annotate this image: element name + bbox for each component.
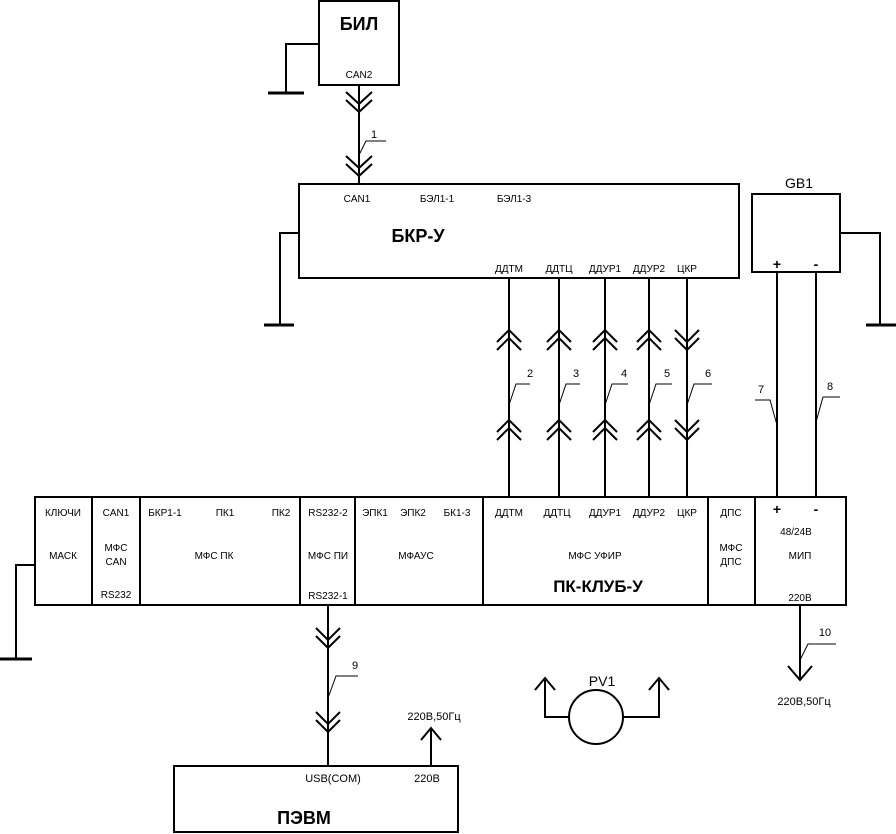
wire-4: 4 <box>592 278 628 497</box>
mains-label: 220В,50Гц <box>777 696 831 708</box>
bil-title: БИЛ <box>340 14 379 34</box>
bkr-title: БКР-У <box>391 226 445 246</box>
section-mfs-can: CAN1 МФС CAN RS232 <box>101 508 132 601</box>
pevm-port-usb: USB(COM) <box>305 773 361 785</box>
wire-2: 2 <box>496 278 533 497</box>
mfs-pk-name: МФС ПК <box>195 551 234 562</box>
wire-label-10: 10 <box>819 627 831 639</box>
bil-port-can2: CAN2 <box>346 70 373 81</box>
bkr-port-ddtc: ДДТЦ <box>545 264 573 275</box>
dps-name-line1: МФС <box>719 543 742 554</box>
pevm-power-label: 220В,50Гц <box>407 711 461 723</box>
pevm-title: ПЭВМ <box>277 808 331 828</box>
section-mip: + - 48/24В МИП 220В <box>773 501 819 604</box>
mfs-can-name-line1: МФС <box>104 543 127 554</box>
bkr-port-ddtm: ДДТМ <box>495 264 523 275</box>
wire-label-9: 9 <box>352 660 358 672</box>
mfs-pi-port-rs232-1: RS232-1 <box>308 591 348 602</box>
wire-label-1: 1 <box>371 129 377 141</box>
mfs-pi-port-rs232-2: RS232-2 <box>308 508 348 519</box>
mfs-pk-port-pk1: ПК1 <box>216 508 235 519</box>
bkr-port-ddur2: ДДУР2 <box>633 264 666 275</box>
mip-name: МИП <box>789 551 812 562</box>
bkr-block: CAN1 БЭЛ1-1 БЭЛ1-3 БКР-У ДДТМ ДДТЦ ДДУР1… <box>298 183 740 279</box>
pk-ground <box>0 564 35 661</box>
wire-6: 6 <box>674 278 712 497</box>
wire-7: 7 <box>755 272 778 497</box>
section-mfs-dps: ДПС МФС ДПС <box>719 508 742 568</box>
ufir-port-ddtm: ДДТМ <box>495 508 523 519</box>
wire-10: 10 220В,50Гц <box>777 605 836 708</box>
gb1-plus: + <box>773 256 781 272</box>
pevm-power: 220В,50Гц <box>407 711 461 766</box>
mfaus-port-epk1: ЭПК1 <box>362 508 388 519</box>
section-mfs-pi: RS232-2 МФС ПИ RS232-1 <box>308 508 348 602</box>
dps-name-line2: ДПС <box>720 557 741 568</box>
gb1-ground <box>840 232 896 327</box>
bkr-port-bel1-3: БЭЛ1-3 <box>497 194 532 205</box>
wire-label-6: 6 <box>705 368 711 380</box>
pevm-port-220v: 220В <box>414 773 440 785</box>
gb1-title: GB1 <box>785 175 813 191</box>
gb1-minus: - <box>814 256 819 272</box>
wire-1: 1 <box>345 85 386 184</box>
wire-label-3: 3 <box>573 368 579 380</box>
wire-label-7: 7 <box>758 384 764 396</box>
wire-label-8: 8 <box>827 381 833 393</box>
mfaus-name: МФАУС <box>398 551 433 562</box>
section-mfs-ufir: ДДТМ ДДТЦ ДДУР1 ДДУР2 ЦКР МФС УФИР <box>495 508 697 562</box>
pk-klub-block <box>34 496 847 606</box>
wire-label-2: 2 <box>527 368 533 380</box>
wire-5: 5 <box>636 278 672 497</box>
bkr-port-bel1-1: БЭЛ1-1 <box>420 194 455 205</box>
pv1-meter: PV1 <box>534 673 670 745</box>
mfs-can-name-line2: CAN <box>105 557 126 568</box>
wire-label-4: 4 <box>621 368 627 380</box>
pv1-title: PV1 <box>589 673 616 689</box>
ufir-name: МФС УФИР <box>568 551 622 562</box>
bil-block: БИЛ CAN2 <box>318 0 400 86</box>
mfs-pk-port-pk2: ПК2 <box>272 508 291 519</box>
pk-klub-title: ПК-КЛУБ-У <box>553 577 643 596</box>
ufir-port-ddtc: ДДТЦ <box>543 508 571 519</box>
mfs-can-port-can1: CAN1 <box>103 508 130 519</box>
mfaus-port-bk1-3: БК1-3 <box>444 508 471 519</box>
mask-port-keys: КЛЮЧИ <box>45 508 81 519</box>
mask-name: МАСК <box>49 551 77 562</box>
mfs-pk-port-bkr1-1: БКР1-1 <box>148 508 182 519</box>
section-mfaus: ЭПК1 ЭПК2 БК1-3 МФАУС <box>362 508 471 562</box>
bkr-port-ckr: ЦКР <box>677 264 697 275</box>
bkr-port-can1: CAN1 <box>344 194 371 205</box>
bkr-ground <box>264 232 299 327</box>
wire-9: 9 <box>315 605 358 766</box>
ufir-port-ckr: ЦКР <box>677 508 697 519</box>
wire-3: 3 <box>546 278 580 497</box>
wire-label-5: 5 <box>664 368 670 380</box>
section-mask: КЛЮЧИ МАСК <box>45 508 81 562</box>
mip-plus: + <box>773 501 781 517</box>
pevm-block: USB(COM) 220В ПЭВМ <box>173 765 459 833</box>
gb1-block: GB1 + - <box>751 175 841 273</box>
bkr-port-ddur1: ДДУР1 <box>589 264 622 275</box>
section-mfs-pk: БКР1-1 ПК1 ПК2 МФС ПК <box>148 508 290 562</box>
ufir-port-ddur1: ДДУР1 <box>589 508 622 519</box>
ufir-port-ddur2: ДДУР2 <box>633 508 666 519</box>
dps-port: ДПС <box>720 508 741 519</box>
mfaus-port-epk2: ЭПК2 <box>400 508 426 519</box>
mip-minus: - <box>814 501 819 517</box>
mfs-pi-name: МФС ПИ <box>308 551 348 562</box>
bil-ground <box>268 43 319 95</box>
mip-port-220v: 220В <box>788 593 812 604</box>
mfs-can-port-rs232: RS232 <box>101 590 132 601</box>
mip-voltage: 48/24В <box>780 527 812 538</box>
wire-8: 8 <box>815 272 840 497</box>
